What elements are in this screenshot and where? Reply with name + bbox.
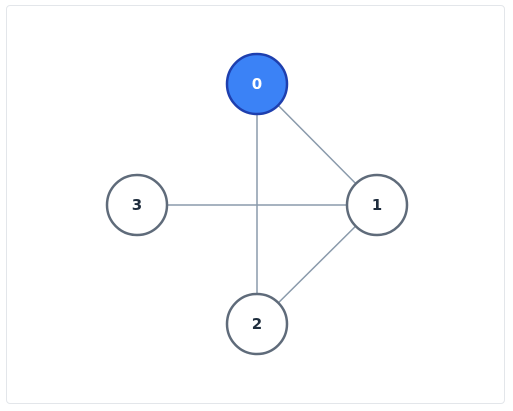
- node-label-1: 1: [372, 196, 382, 214]
- node-circle-1[interactable]: [345, 173, 409, 237]
- node-circle-3[interactable]: [105, 173, 169, 237]
- edges-layer: [137, 83, 378, 325]
- node-label-2: 2: [252, 315, 262, 333]
- graph-node-1[interactable]: 1: [345, 173, 409, 237]
- graph-node-0[interactable]: 0: [225, 52, 289, 116]
- nodes-layer: 0 1 2 3: [105, 52, 409, 356]
- graph-node-3[interactable]: 3: [105, 173, 169, 237]
- node-label-0: 0: [252, 75, 262, 93]
- node-circle-0[interactable]: [225, 52, 289, 116]
- node-label-3: 3: [132, 196, 142, 214]
- graph-node-2[interactable]: 2: [225, 292, 289, 356]
- node-circle-2[interactable]: [225, 292, 289, 356]
